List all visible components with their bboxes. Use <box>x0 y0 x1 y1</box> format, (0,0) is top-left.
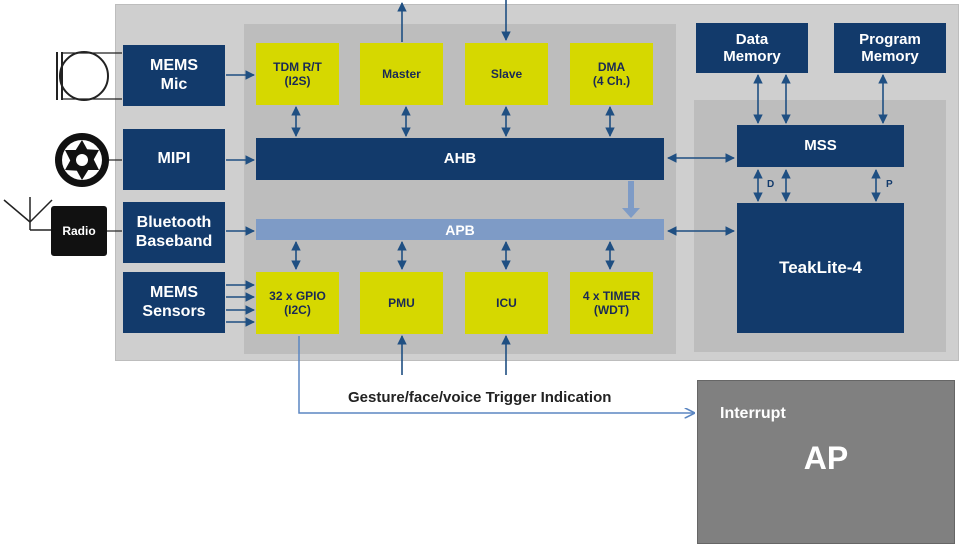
program-memory-block: Program Memory <box>834 23 946 73</box>
gpio-block: 32 x GPIO (I2C) <box>256 272 339 334</box>
master-block: Master <box>360 43 443 105</box>
ap-title: AP <box>803 440 849 476</box>
microphone-icon <box>56 51 122 101</box>
camera-aperture-icon <box>55 133 122 187</box>
p-port-label: P <box>886 179 893 190</box>
data-memory-block: Data Memory <box>696 23 808 73</box>
icu-block: ICU <box>465 272 548 334</box>
d-port-label: D <box>767 179 775 190</box>
pmu-block: PMU <box>360 272 443 334</box>
apb-bus: APB <box>256 219 664 240</box>
tdm-block: TDM R/T (I2S) <box>256 43 339 105</box>
mipi-block: MIPI <box>123 129 225 190</box>
mems-sensors-block: MEMS Sensors <box>123 272 225 333</box>
ahb-bus: AHB <box>256 138 664 180</box>
teaklite-block: TeakLite-4 <box>737 203 904 333</box>
antenna-icon <box>3 197 122 232</box>
mems-mic-block: MEMS Mic <box>123 45 225 106</box>
radio-icon: Radio <box>51 206 107 256</box>
trigger-line <box>298 336 694 413</box>
dma-block: DMA (4 Ch.) <box>570 43 653 105</box>
mss-block: MSS <box>737 125 904 167</box>
bluetooth-baseband-block: Bluetooth Baseband <box>123 202 225 263</box>
ap-block <box>697 380 955 544</box>
ahb-apb-bridge-head <box>622 208 640 218</box>
trigger-label: Gesture/face/voice Trigger Indication <box>348 389 612 406</box>
timer-block: 4 x TIMER (WDT) <box>570 272 653 334</box>
ap-interrupt-label: Interrupt <box>720 405 786 422</box>
slave-block: Slave <box>465 43 548 105</box>
